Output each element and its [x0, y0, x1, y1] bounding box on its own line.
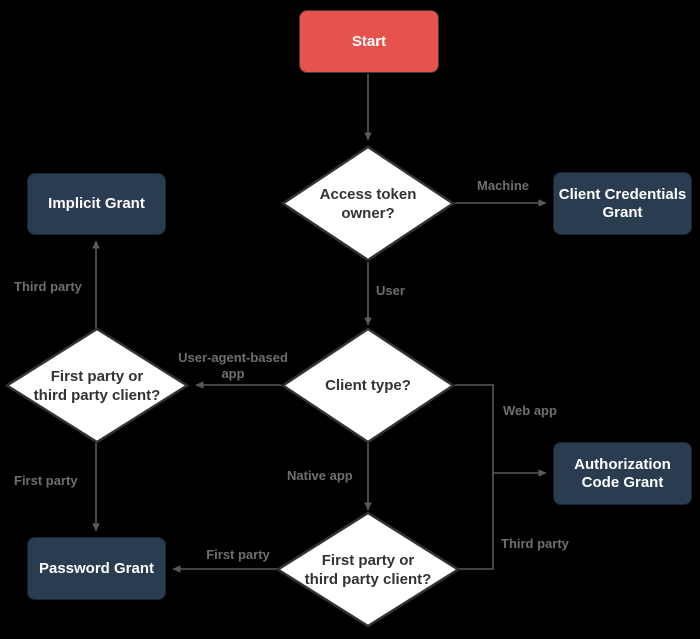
- node-access-token-owner[interactable]: Access token owner?: [281, 145, 455, 262]
- edge-label-web-app: Web app: [503, 403, 557, 418]
- edge-bottom-decision-to-authorization-code-grant: [455, 473, 494, 570]
- edge-label-third-party-left: Third party: [14, 279, 82, 294]
- edge-label-first-party-bottom: First party: [206, 547, 270, 562]
- node-start[interactable]: Start: [299, 10, 439, 73]
- node-authorization-code-grant[interactable]: Authorization Code Grant: [553, 442, 692, 505]
- edge-label-user: User: [376, 283, 405, 298]
- node-implicit-grant-label: Implicit Grant: [48, 195, 145, 212]
- node-implicit-grant[interactable]: Implicit Grant: [27, 173, 166, 235]
- node-client-credentials-grant-label: Client Credentials Grant: [558, 185, 687, 221]
- client-type-shape: [281, 327, 455, 444]
- first-or-third-party-left-shape: [5, 327, 189, 444]
- edge-label-user-agent-based-app: User-agent-based app: [178, 350, 288, 381]
- node-first-or-third-party-bottom[interactable]: First party or third party client?: [276, 511, 460, 628]
- node-password-grant-label: Password Grant: [38, 559, 155, 577]
- node-authorization-code-grant-label: Authorization Code Grant: [574, 455, 671, 491]
- first-or-third-party-bottom-shape: [276, 511, 460, 628]
- node-start-label: Start: [351, 32, 387, 50]
- edge-label-third-party-right: Third party: [501, 536, 569, 551]
- edge-label-machine: Machine: [476, 178, 529, 193]
- access-token-owner-shape: [281, 145, 455, 262]
- edge-label-first-party-left: First party: [14, 473, 78, 488]
- node-first-or-third-party-left[interactable]: First party or third party client?: [5, 327, 189, 444]
- node-password-grant[interactable]: Password Grant: [27, 537, 166, 600]
- node-client-type[interactable]: Client type?: [281, 327, 455, 444]
- edge-client-type-to-authorization-code-grant: [455, 384, 547, 477]
- edge-label-native-app: Native app: [287, 468, 353, 483]
- node-client-credentials-grant[interactable]: Client Credentials Grant: [553, 172, 692, 235]
